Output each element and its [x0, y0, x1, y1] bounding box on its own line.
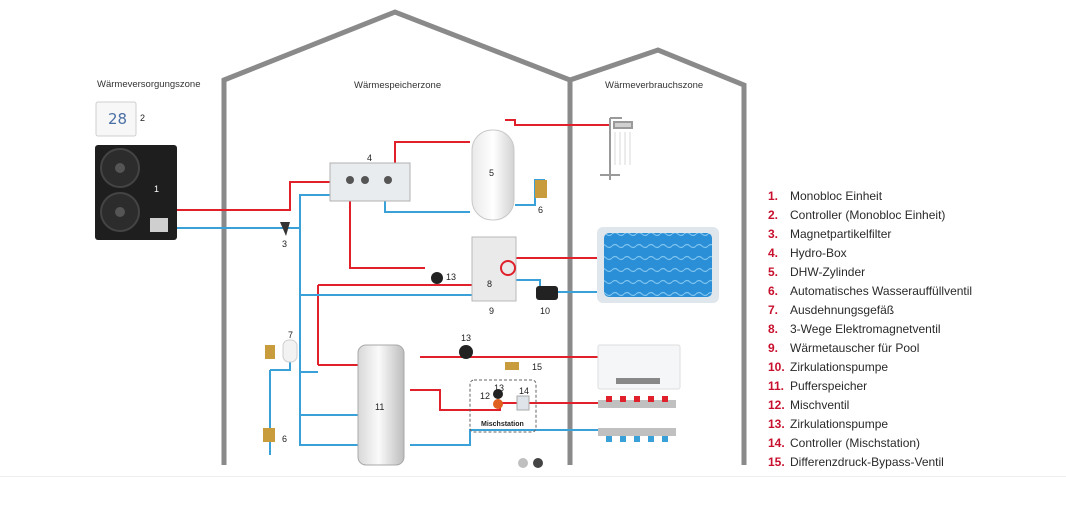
pool-pump: [536, 286, 558, 300]
house-outline: [221, 9, 747, 465]
buffer-tank: [357, 344, 405, 466]
legend-number: 2.: [768, 208, 779, 222]
underfloor-manifold: [598, 396, 676, 442]
legend-item: 4. Hydro-Box: [768, 244, 972, 263]
legend-item: 10. Zirkulationspumpe: [768, 358, 972, 377]
component-number-7: 7: [288, 330, 294, 340]
legend-item: 11. Pufferspeicher: [768, 377, 972, 396]
legend-label: Monobloc Einheit: [790, 189, 883, 203]
divider: [0, 476, 1066, 477]
component-number-8: 8: [487, 279, 493, 289]
legend-label: Wärmetauscher für Pool: [790, 341, 920, 355]
component-number-5: 5: [489, 168, 495, 178]
legend-number: 8.: [768, 322, 779, 336]
carousel-pagination: [518, 458, 543, 468]
legend-number: 6.: [768, 284, 779, 298]
legend-number: 7.: [768, 303, 779, 317]
component-number-3: 3: [282, 239, 288, 249]
legend-label: Differenzdruck-Bypass-Ventil: [790, 455, 944, 469]
hydro-box: [329, 162, 411, 202]
dhw-cylinder: [471, 129, 515, 221]
legend-label: Magnetpartikelfilter: [790, 227, 892, 241]
component-number-13a: 13: [446, 272, 457, 282]
valves: [263, 180, 547, 442]
component-number-13c: 13: [494, 383, 505, 393]
legend-item: 5. DHW-Zylinder: [768, 263, 972, 282]
legend-item: 12. Mischventil: [768, 396, 972, 415]
carousel-dot-1[interactable]: [518, 458, 528, 468]
component-number-4: 4: [367, 153, 373, 163]
legend-number: 14.: [768, 436, 785, 450]
legend-number: 13.: [768, 417, 785, 431]
legend-number: 15.: [768, 455, 785, 469]
controller-display-value: 28: [108, 110, 128, 128]
legend-label: 3-Wege Elektromagnetventil: [790, 322, 941, 336]
expansion-vessel: [282, 339, 298, 363]
legend-item: 7. Ausdehnungsgefäß: [768, 301, 972, 320]
legend-number: 3.: [768, 227, 779, 241]
legend-label: Ausdehnungsgefäß: [790, 303, 895, 317]
swimming-pool: [597, 227, 719, 303]
component-number-11: 11: [375, 402, 385, 412]
legend-label: Mischventil: [790, 398, 850, 412]
legend-item: 8. 3-Wege Elektromagnetventil: [768, 320, 972, 339]
legend-number: 11.: [768, 379, 785, 393]
component-number-6b: 6: [282, 434, 288, 444]
pool-heat-exchanger: [471, 236, 517, 302]
component-number-9: 9: [489, 306, 495, 316]
component-number-13b: 13: [461, 333, 472, 343]
legend-label: Controller (Monobloc Einheit): [790, 208, 946, 222]
legend-number: 4.: [768, 246, 779, 260]
radiator: [597, 344, 681, 390]
legend-label: Pufferspeicher: [790, 379, 868, 393]
legend-number: 1.: [768, 189, 779, 203]
legend-item: 15. Differenzdruck-Bypass-Ventil: [768, 453, 972, 472]
component-legend: 1. Monobloc Einheit 2. Controller (Monoblo…: [768, 187, 972, 472]
legend-number: 10.: [768, 360, 785, 374]
component-number-12: 12: [480, 391, 491, 401]
legend-label: Automatisches Wasserauffüllventil: [790, 284, 973, 298]
zone-label-storage: Wärmespeicherzone: [354, 80, 442, 91]
component-number-15: 15: [532, 362, 543, 372]
component-number-2: 2: [140, 113, 146, 123]
legend-item: 2. Controller (Monobloc Einheit): [768, 206, 972, 225]
legend-label: DHW-Zylinder: [790, 265, 866, 279]
legend-label: Hydro-Box: [790, 246, 847, 260]
legend-item: 6. Automatisches Wasserauffüllventil: [768, 282, 972, 301]
zone-label-supply: Wärmeversorgungszone: [97, 79, 201, 90]
legend-number: 9.: [768, 341, 779, 355]
legend-item: 1. Monobloc Einheit: [768, 187, 972, 206]
mischstation-label: Mischstation: [481, 421, 524, 428]
carousel-dot-2[interactable]: [533, 458, 543, 468]
legend-label: Zirkulationspumpe: [790, 417, 889, 431]
zone-label-consumption: Wärmeverbrauchszone: [605, 80, 704, 91]
legend-label: Zirkulationspumpe: [790, 360, 889, 374]
shower: [600, 117, 633, 180]
monobloc-unit: [95, 145, 177, 240]
legend-number: 12.: [768, 398, 785, 412]
mischstation-box: [469, 379, 537, 433]
component-number-6a: 6: [538, 205, 544, 215]
legend-number: 5.: [768, 265, 779, 279]
component-number-10: 10: [540, 306, 551, 316]
circulation-pumps: [431, 272, 503, 399]
monobloc-controller: [95, 101, 137, 137]
component-number-14: 14: [519, 386, 530, 396]
legend-item: 9. Wärmetauscher für Pool: [768, 339, 972, 358]
component-number-1: 1: [154, 184, 160, 194]
legend-item: 3. Magnetpartikelfilter: [768, 225, 972, 244]
legend-item: 14. Controller (Mischstation): [768, 434, 972, 453]
legend-item: 13. Zirkulationspumpe: [768, 415, 972, 434]
legend-label: Controller (Mischstation): [790, 436, 921, 450]
